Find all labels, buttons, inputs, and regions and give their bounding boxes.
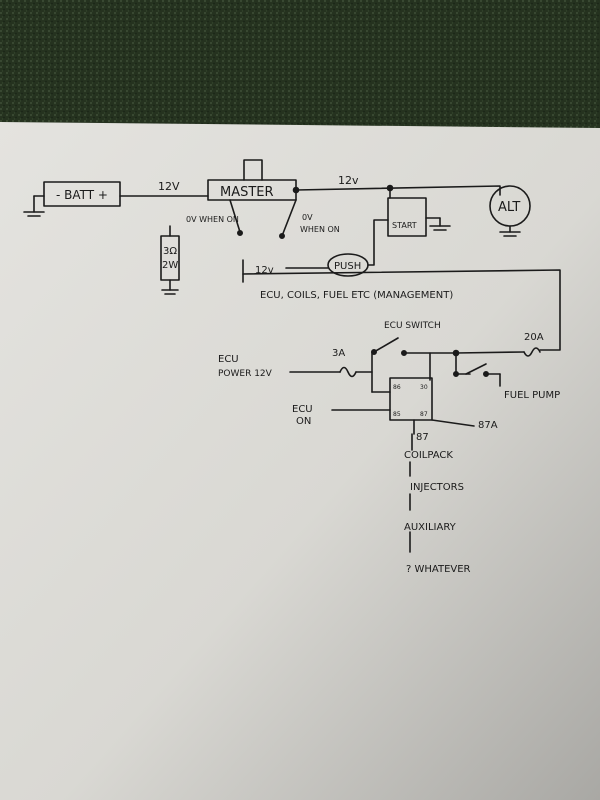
ov-when-on-right-line1: 0V bbox=[302, 213, 313, 222]
relay-pin-85: 85 bbox=[393, 411, 401, 418]
fuel-pump-label: FUEL PUMP bbox=[504, 390, 560, 401]
relay-87a-out bbox=[431, 419, 475, 427]
relay-pin-87: 87 bbox=[420, 411, 428, 418]
ecu-relay-box bbox=[389, 377, 433, 421]
master-label: MASTER bbox=[220, 185, 274, 200]
starter-relay-box bbox=[387, 197, 427, 237]
terminal-dot bbox=[278, 233, 285, 240]
wire-master-alt bbox=[295, 185, 501, 196]
diagram-labels: - BATT + 12V MASTER 12v ALT 0V WHEN ON 0… bbox=[56, 174, 560, 575]
alt-label: ALT bbox=[498, 200, 520, 215]
ecu-switch-label: ECU SWITCH bbox=[384, 321, 441, 331]
fuse-3a-symbol bbox=[339, 366, 357, 378]
starter-label: START bbox=[392, 221, 417, 230]
paper-sheet bbox=[0, 122, 600, 800]
carpet-background bbox=[0, 0, 600, 130]
management-bus bbox=[242, 269, 561, 351]
ov-when-on-left-label: 0V WHEN ON bbox=[186, 215, 239, 224]
ov-when-on-right-line2: WHEN ON bbox=[300, 225, 340, 234]
fuse-20a-symbol bbox=[523, 347, 541, 357]
master-voltage-label: 12v bbox=[338, 174, 359, 187]
fuse-3a-label: 3A bbox=[332, 348, 345, 359]
relay-pin-86: 86 bbox=[393, 384, 401, 391]
terminal-dot bbox=[237, 230, 244, 237]
wire-fuse-junction bbox=[455, 351, 525, 354]
wire-push-starter bbox=[367, 219, 389, 266]
ecu-on-label-line2: ON bbox=[296, 416, 311, 427]
battery-box bbox=[43, 181, 121, 207]
master-knob bbox=[243, 159, 263, 181]
ecu-on-label-line1: ECU bbox=[292, 404, 313, 415]
resistor-label-line2: 2W bbox=[162, 260, 178, 271]
master-leg-left bbox=[229, 199, 241, 233]
coilpack-label: COILPACK bbox=[404, 450, 453, 461]
relay-pin-30: 30 bbox=[420, 384, 428, 391]
push-voltage-label: 12v bbox=[255, 265, 274, 276]
ecu-switch-lever bbox=[373, 337, 399, 353]
management-label: ECU, COILS, FUEL ETC (MANAGEMENT) bbox=[260, 290, 453, 301]
fuse-20a-label: 20A bbox=[524, 332, 544, 343]
ecu-power-label-line2: POWER 12V bbox=[218, 369, 273, 379]
battery-label: - BATT + bbox=[56, 188, 108, 202]
batt-voltage-label: 12V bbox=[158, 180, 180, 193]
ecu-power-label-line1: ECU bbox=[218, 354, 239, 365]
auxiliary-label: AUXILIARY bbox=[404, 522, 457, 533]
relay-87a-label: 87A bbox=[478, 420, 498, 431]
master-leg-right bbox=[281, 199, 297, 237]
injectors-label: INJECTORS bbox=[410, 482, 464, 493]
terminal-dot bbox=[400, 349, 407, 356]
circuit-diagram bbox=[23, 159, 561, 553]
fuel-pump-switch-lever bbox=[465, 363, 487, 375]
resistor-label-line1: 3Ω bbox=[163, 246, 177, 257]
junction-dot bbox=[292, 186, 300, 194]
push-button-label: PUSH bbox=[334, 261, 361, 272]
whatever-label: ? WHATEVER bbox=[406, 564, 471, 575]
relay-87-label: 87 bbox=[416, 432, 429, 443]
